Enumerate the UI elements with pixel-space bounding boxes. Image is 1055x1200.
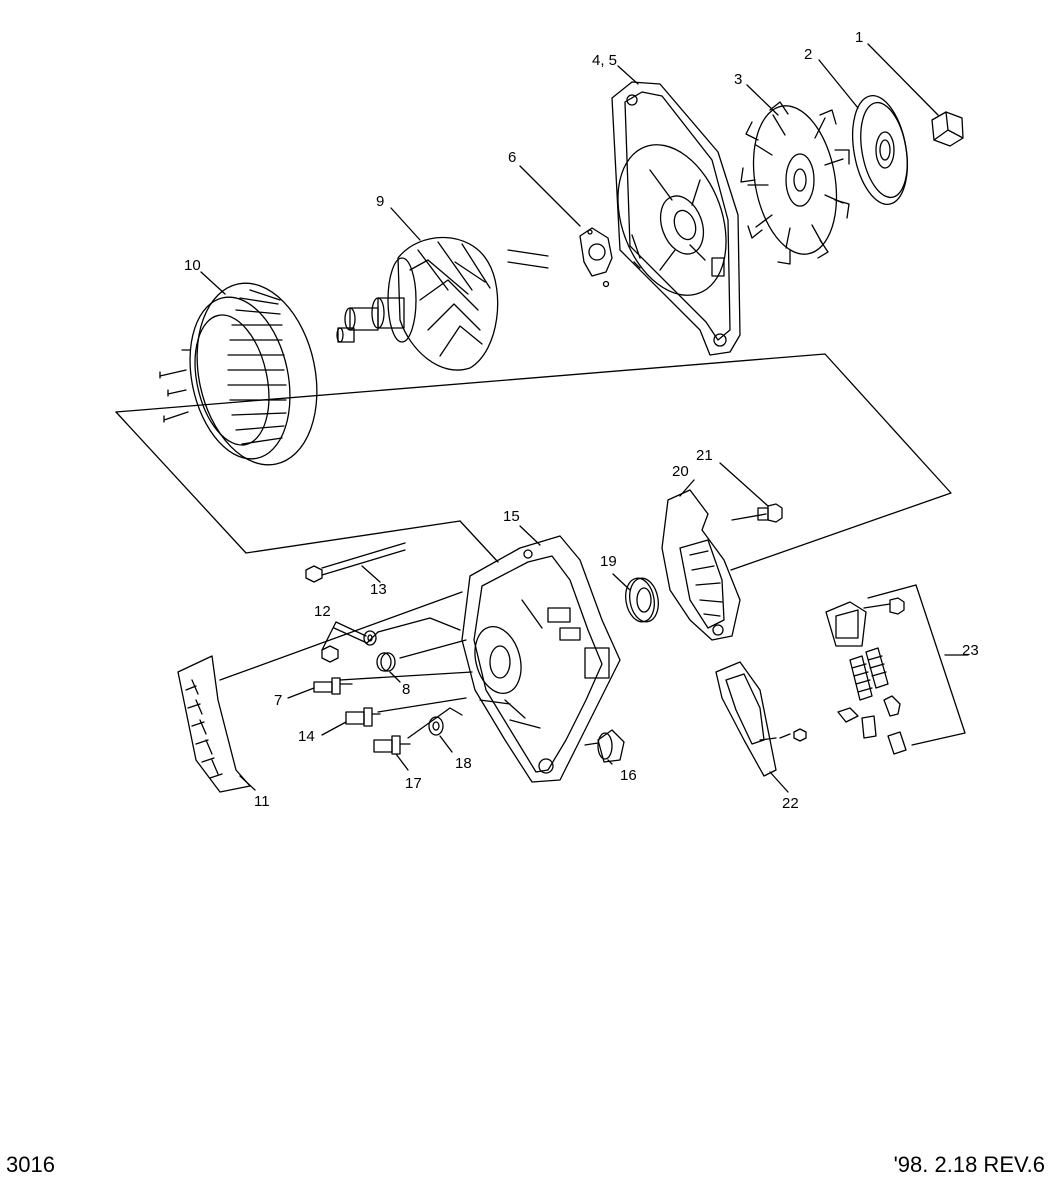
part-7-terminal-bolt bbox=[313, 677, 353, 695]
diagram-number: 3016 bbox=[6, 1152, 55, 1177]
revision-date: '98. 2.18 REV.6 bbox=[893, 1152, 1045, 1177]
label-part-21: 21 bbox=[696, 447, 713, 464]
part-9-rotor bbox=[336, 236, 499, 371]
label-part-17: 17 bbox=[405, 775, 422, 792]
leader-lines bbox=[200, 43, 969, 793]
label-part-10: 10 bbox=[184, 257, 201, 274]
label-part-8: 8 bbox=[402, 681, 410, 698]
part-3-fan bbox=[740, 101, 850, 265]
label-part-11: 11 bbox=[254, 793, 270, 810]
part-4-5-drive-end-frame bbox=[611, 81, 741, 356]
label-part-23: 23 bbox=[962, 642, 979, 659]
part-23-brush-holder-set bbox=[825, 597, 907, 755]
part-22-regulator bbox=[715, 661, 807, 777]
part-19-bearing bbox=[625, 577, 659, 623]
label-part-12: 12 bbox=[314, 603, 331, 620]
part-16-bearing-sleeve bbox=[597, 729, 625, 763]
label-part-6: 6 bbox=[508, 149, 516, 166]
part-1-hex-nut bbox=[931, 111, 964, 147]
label-part-3: 3 bbox=[734, 71, 742, 88]
part-6-retainer-plate bbox=[579, 227, 613, 288]
label-part-19: 19 bbox=[600, 553, 617, 570]
part-20-rectifier-bridge bbox=[661, 489, 741, 641]
label-part-7: 7 bbox=[274, 692, 282, 709]
assembly-outline-lines bbox=[115, 249, 966, 746]
part-18-insulator bbox=[428, 716, 444, 736]
label-part-16: 16 bbox=[620, 767, 637, 784]
part-8-bushing bbox=[376, 652, 396, 672]
label-part-18: 18 bbox=[455, 755, 472, 772]
label-part-1: 1 bbox=[855, 29, 863, 46]
part-10-stator bbox=[159, 282, 318, 466]
part-11-rectifier-plate bbox=[177, 655, 251, 793]
label-part-15: 15 bbox=[503, 508, 520, 525]
part-labels: 1 2 3 4, 5 6 9 10 15 20 21 19 13 12 23 8… bbox=[184, 29, 979, 812]
label-part-20: 20 bbox=[672, 463, 689, 480]
part-17-terminal-bolt bbox=[373, 735, 411, 755]
label-part-4-5: 4, 5 bbox=[592, 52, 617, 69]
part-15-slip-ring-end-frame bbox=[461, 535, 621, 783]
label-part-14: 14 bbox=[298, 728, 315, 745]
part-12-nut-washer bbox=[321, 630, 377, 663]
part-14-terminal-bolt bbox=[345, 707, 381, 727]
label-part-9: 9 bbox=[376, 193, 384, 210]
label-part-22: 22 bbox=[782, 795, 799, 812]
label-part-13: 13 bbox=[370, 581, 387, 598]
part-13-through-bolt bbox=[305, 542, 406, 583]
part-21-screw bbox=[731, 503, 783, 523]
label-part-2: 2 bbox=[804, 46, 812, 63]
part-2-pulley bbox=[852, 94, 908, 206]
